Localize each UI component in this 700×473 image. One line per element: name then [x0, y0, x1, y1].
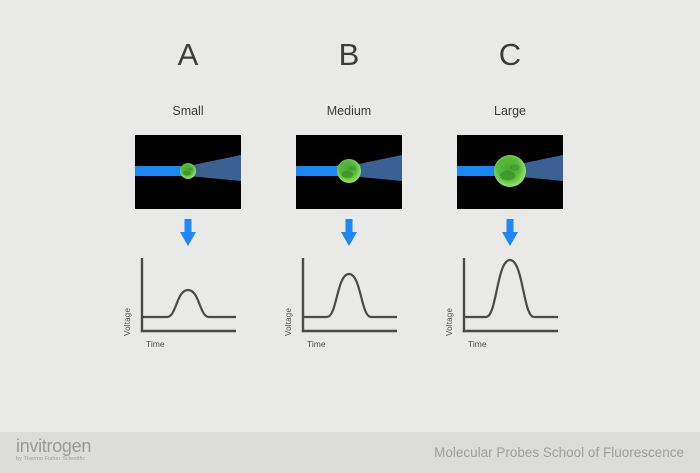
down-arrow-icon: [457, 219, 563, 246]
y-axis-label: Voltage: [123, 307, 132, 336]
laser-scatter-scene: [296, 135, 402, 209]
logo-text: invitrogen: [16, 436, 92, 456]
panel-letter: A: [177, 37, 199, 72]
x-axis-label: Time: [468, 339, 487, 349]
voltage-time-graph: Voltage Time: [445, 256, 563, 351]
pulse-plot: [462, 258, 558, 333]
footer-bar: invitrogen by Thermo Fisher Scientific M…: [0, 432, 700, 473]
down-arrow-icon: [296, 219, 402, 246]
panel-letter: C: [498, 37, 522, 72]
panel-medium: B Medium Voltage Time: [284, 0, 402, 432]
laser-scatter-graphic: [457, 155, 563, 187]
pulse-plot: [301, 258, 397, 333]
laser-scatter-scene: [457, 135, 563, 209]
down-arrow-icon: [135, 219, 241, 246]
footer-title: Molecular Probes School of Fluorescence: [434, 445, 684, 460]
voltage-time-graph: Voltage Time: [123, 256, 241, 351]
panel-letter: B: [338, 37, 360, 72]
voltage-time-graph: Voltage Time: [284, 256, 402, 351]
cell-size-label: Medium: [326, 104, 372, 118]
laser-scatter-graphic: [296, 155, 402, 183]
x-axis-label: Time: [307, 339, 326, 349]
y-axis-label: Voltage: [445, 307, 454, 336]
laser-scatter-graphic: [135, 155, 241, 181]
x-axis-label: Time: [146, 339, 165, 349]
laser-scatter-scene: [135, 135, 241, 209]
logo-subtext: by Thermo Fisher Scientific: [16, 456, 86, 462]
pulse-plot: [140, 258, 236, 333]
y-axis-label: Voltage: [284, 307, 293, 336]
cell-size-label: Small: [172, 104, 204, 118]
panel-small: A Small Voltage Time: [123, 0, 241, 432]
cell-size-label: Large: [494, 104, 526, 118]
invitrogen-logo: invitrogen by Thermo Fisher Scientific: [16, 437, 91, 463]
panel-large: C Large Voltage Time: [445, 0, 563, 432]
